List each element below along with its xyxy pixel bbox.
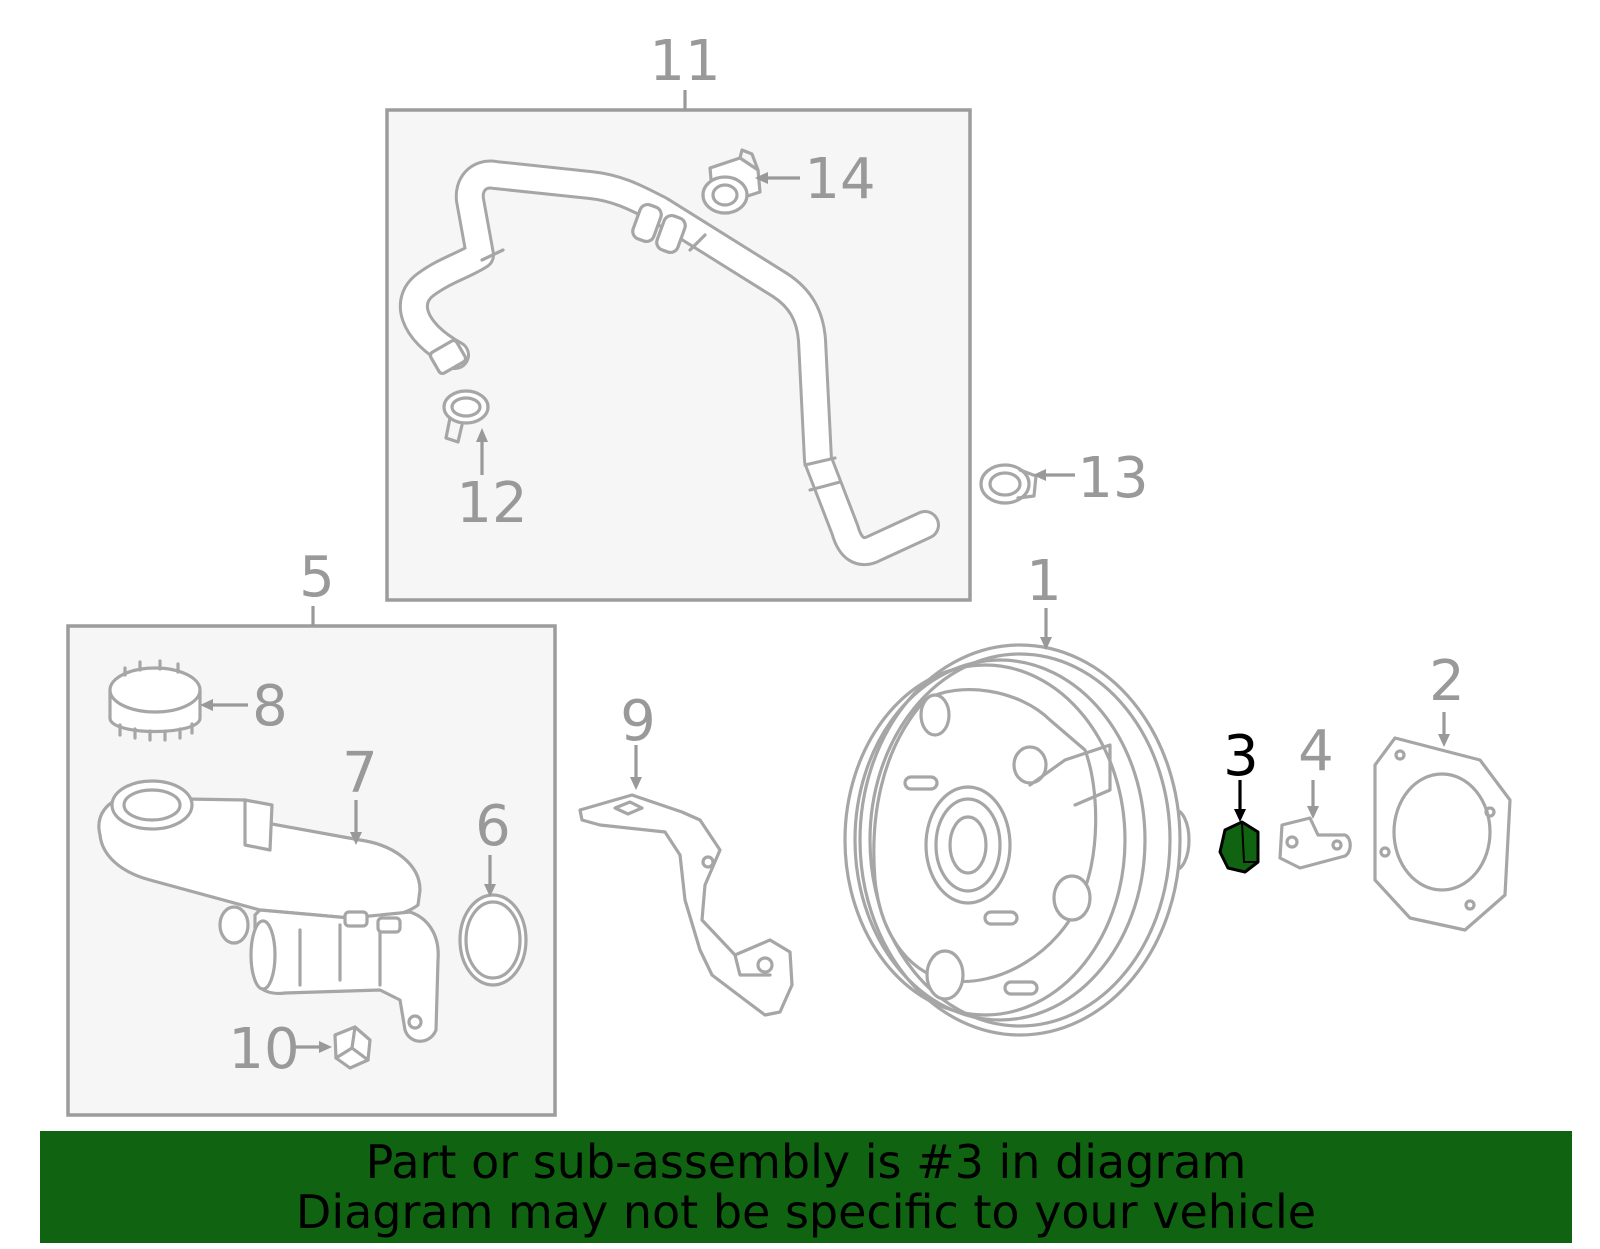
hose-assembly-group: 11 12 <box>385 29 972 602</box>
callout-5[interactable]: 5 <box>299 545 335 610</box>
master-cylinder-group: 5 8 7 <box>66 545 557 1117</box>
reservoir-cap-8[interactable] <box>108 659 202 742</box>
callout-10[interactable]: 10 <box>228 1017 299 1082</box>
callout-9[interactable]: 9 <box>620 689 656 754</box>
banner-line-2: Diagram may not be specific to your vehi… <box>295 1185 1317 1239</box>
hose-clamp-13[interactable] <box>979 463 1038 505</box>
reservoir-master-cylinder-7[interactable] <box>97 779 440 1043</box>
nut-10[interactable] <box>333 1025 372 1070</box>
brake-booster-1[interactable] <box>843 643 1191 1037</box>
callout-12[interactable]: 12 <box>456 471 527 536</box>
callout-2[interactable]: 2 <box>1429 649 1465 714</box>
nut-3-highlighted[interactable] <box>1218 820 1260 874</box>
callout-11[interactable]: 11 <box>649 29 720 94</box>
gasket-plate-2[interactable] <box>1373 736 1512 932</box>
hose-clip-14[interactable] <box>701 148 762 215</box>
callout-8[interactable]: 8 <box>252 674 288 739</box>
callout-7[interactable]: 7 <box>342 741 378 806</box>
callout-3[interactable]: 3 <box>1223 724 1259 789</box>
hose-clamp-12[interactable] <box>442 389 490 444</box>
info-banner: Part or sub-assembly is #3 in diagram Di… <box>40 1131 1572 1243</box>
vacuum-hose[interactable] <box>398 159 940 566</box>
bracket-9[interactable] <box>578 793 794 1017</box>
clevis-4[interactable] <box>1278 816 1352 870</box>
callout-13[interactable]: 13 <box>1077 446 1148 511</box>
callout-4[interactable]: 4 <box>1298 719 1334 784</box>
callout-1[interactable]: 1 <box>1026 549 1062 614</box>
callout-6[interactable]: 6 <box>475 794 511 859</box>
o-ring-6[interactable] <box>458 893 528 987</box>
callout-14[interactable]: 14 <box>804 147 875 212</box>
banner-line-1: Part or sub-assembly is #3 in diagram <box>365 1135 1247 1189</box>
